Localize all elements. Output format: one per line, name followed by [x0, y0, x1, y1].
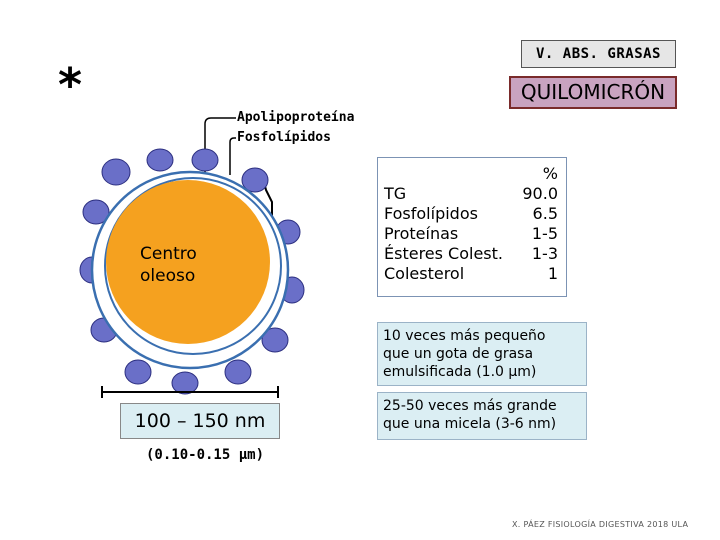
component-value: 90.0 — [522, 184, 558, 204]
core-label-line2: oleoso — [140, 265, 197, 287]
apoprotein-blob — [147, 149, 173, 171]
percent-unit: % — [543, 164, 558, 184]
component-value: 1 — [548, 264, 558, 284]
apoprotein-blob — [225, 360, 251, 384]
component-value: 1-3 — [532, 244, 558, 264]
apoprotein-blob — [102, 159, 130, 185]
composition-table: % TG 90.0 Fosfolípidos 6.5 Proteínas 1-5… — [377, 157, 567, 297]
component-name: TG — [384, 184, 406, 204]
component-value: 6.5 — [533, 204, 558, 224]
component-name: Ésteres Colest. — [384, 244, 503, 264]
size-um-label: (0.10-0.15 μm) — [146, 447, 264, 463]
comparison-note-emulsified-drop: 10 veces más pequeño que un gota de gras… — [377, 322, 587, 386]
component-name: Proteínas — [384, 224, 458, 244]
phospholipid-label: Fosfolípidos — [237, 130, 331, 145]
note-line: que un gota de grasa — [383, 345, 581, 363]
apolipoprotein-label: Apolipoproteína — [237, 110, 354, 125]
section-tag: V. ABS. GRASAS — [521, 40, 676, 68]
comparison-note-micelle: 25-50 veces más grande que una micela (3… — [377, 392, 587, 440]
note-line: 10 veces más pequeño — [383, 327, 581, 345]
apoprotein-blob — [172, 372, 198, 394]
composition-row: Proteínas 1-5 — [384, 224, 558, 244]
note-line: 25-50 veces más grande — [383, 397, 581, 415]
note-line: que una micela (3-6 nm) — [383, 415, 581, 433]
note-line: emulsificada (1.0 μm) — [383, 363, 581, 381]
core-label: Centro oleoso — [140, 243, 197, 287]
size-nm-label: 100 – 150 nm — [120, 403, 280, 439]
phospholipid-leader-line — [230, 138, 236, 175]
component-name: Colesterol — [384, 264, 464, 284]
composition-row: TG 90.0 — [384, 184, 558, 204]
composition-row: Ésteres Colest. 1-3 — [384, 244, 558, 264]
apoprotein-blob — [125, 360, 151, 384]
component-name: Fosfolípidos — [384, 204, 478, 224]
composition-row: Colesterol 1 — [384, 264, 558, 284]
core-label-line1: Centro — [140, 243, 197, 265]
apoprotein-blob — [192, 149, 218, 171]
footer-credit: X. PÁEZ FISIOLOGÍA DIGESTIVA 2018 ULA — [512, 520, 688, 529]
component-value: 1-5 — [532, 224, 558, 244]
chylomicron-diagram — [0, 0, 370, 470]
composition-header: % — [384, 164, 558, 184]
title-quilomicron: QUILOMICRÓN — [509, 76, 677, 109]
composition-row: Fosfolípidos 6.5 — [384, 204, 558, 224]
